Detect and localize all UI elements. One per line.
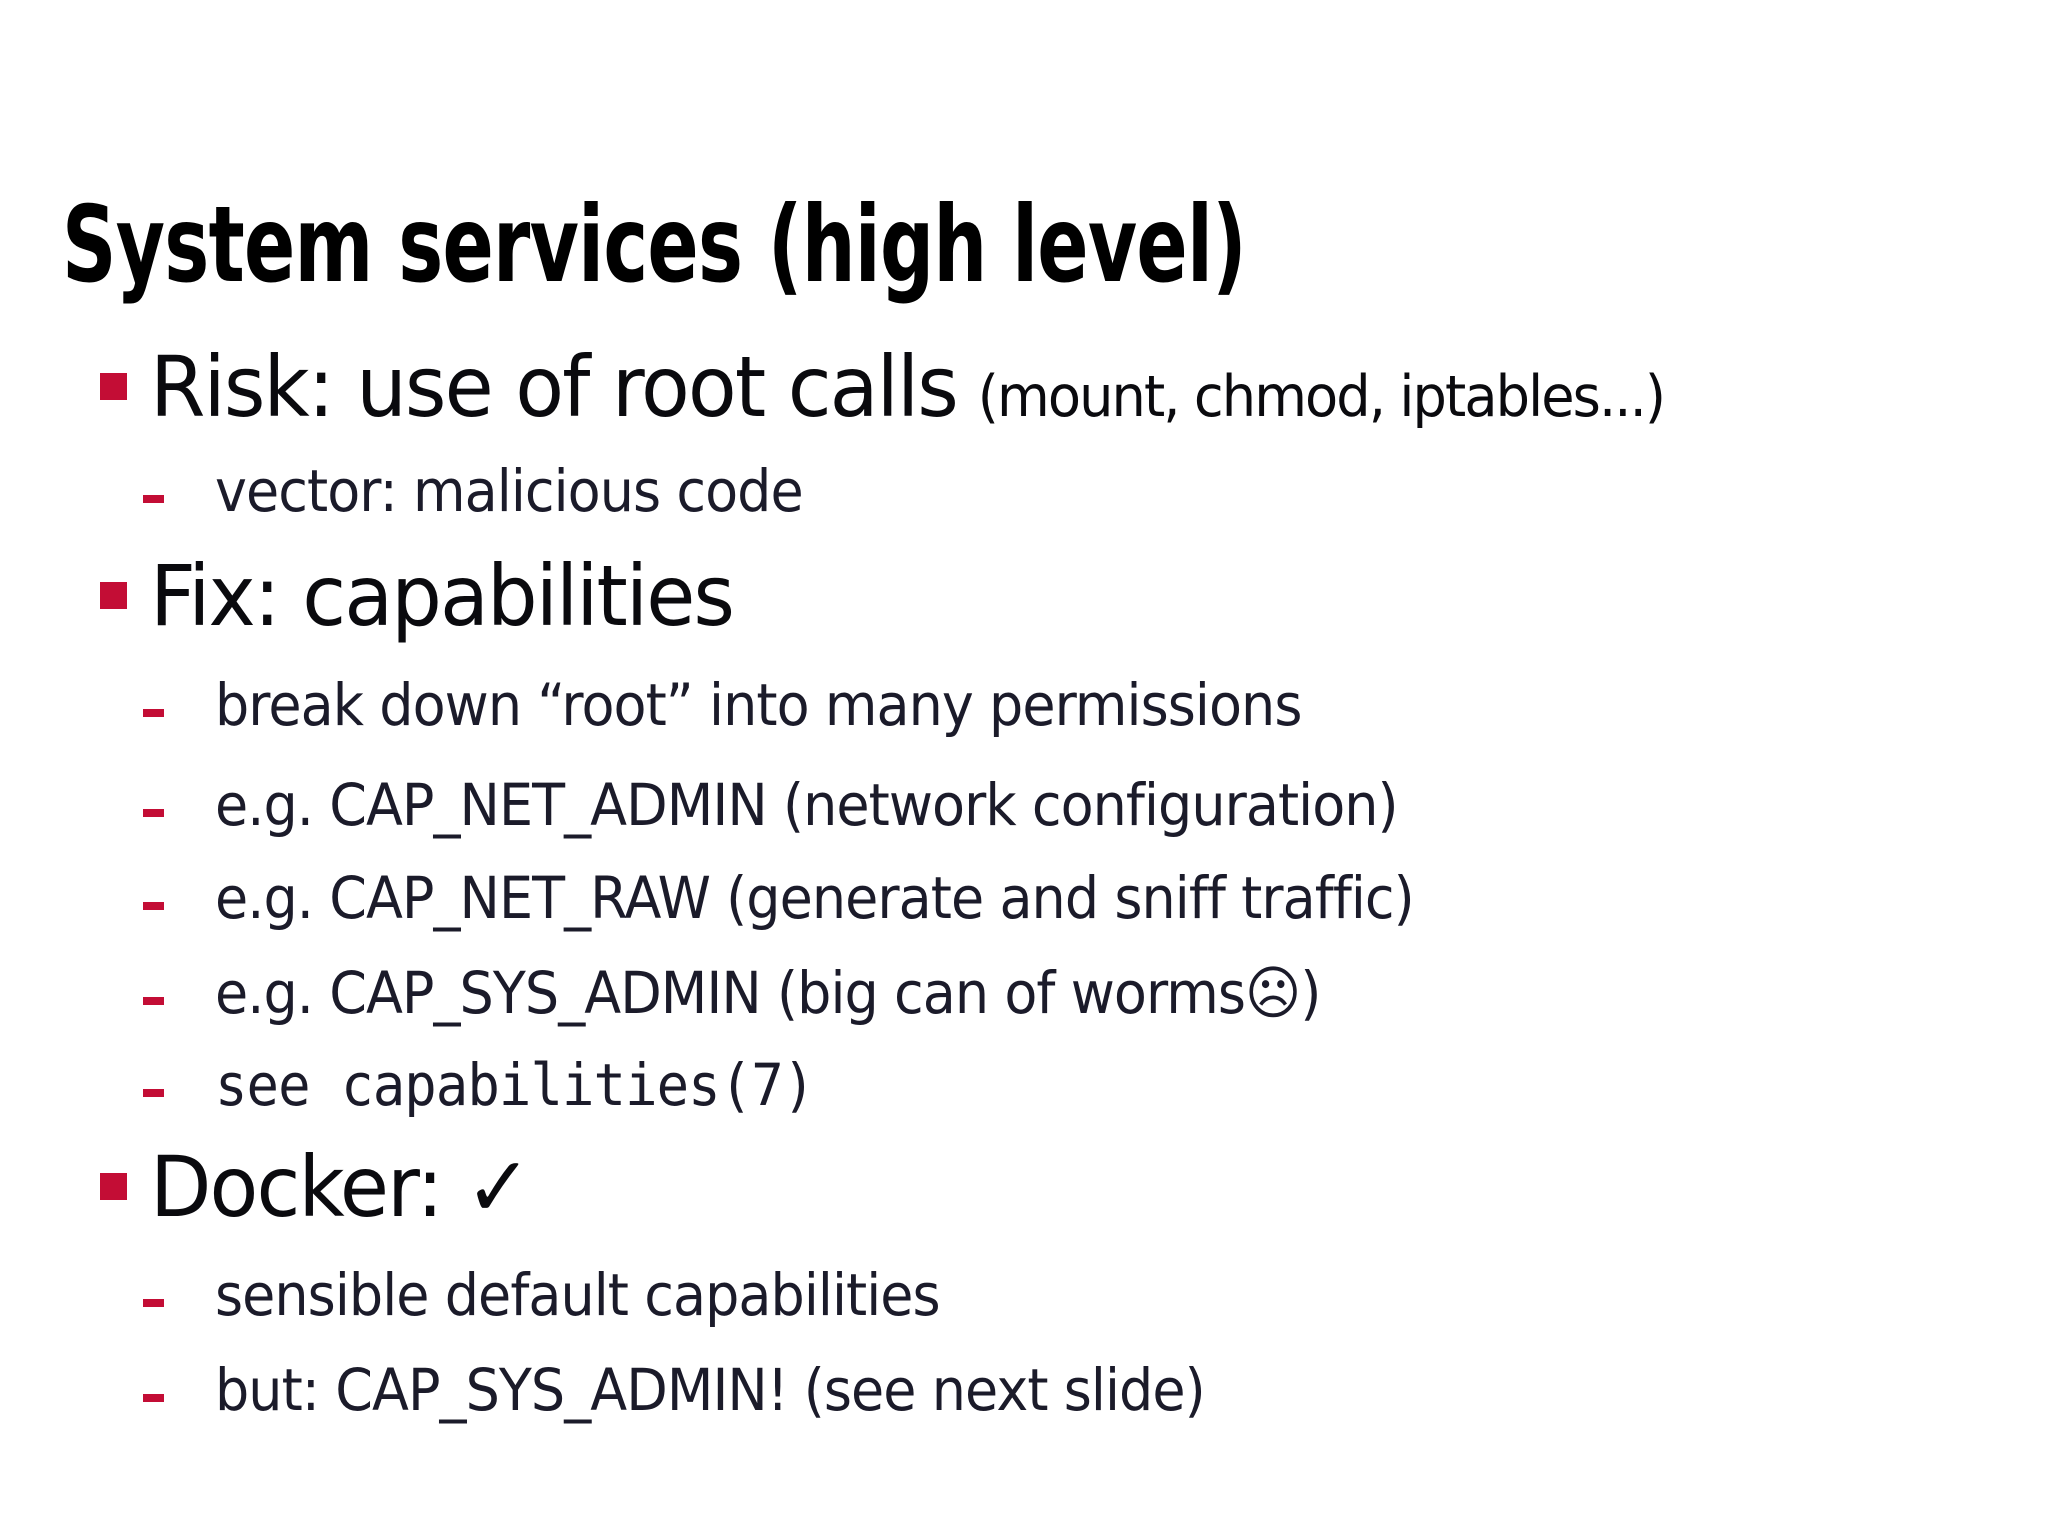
- sub-bullet-vector: vector: malicious code: [100, 462, 847, 520]
- bullet-risk-text: Risk: use of root calls(mount, chmod, ip…: [150, 345, 1666, 430]
- dash-bullet-icon: [143, 495, 164, 503]
- dash-bullet-icon: [143, 809, 164, 817]
- sub-bullet-cap-sys-admin-text: e.g. CAP_SYS_ADMIN (big can of worms☹): [215, 959, 1321, 1027]
- dash-bullet-icon: [143, 1089, 164, 1097]
- sub-bullet-breakdown: break down “root” into many permissions: [100, 676, 1383, 734]
- sub-bullet-sensible-defaults: sensible default capabilities: [100, 1266, 994, 1324]
- square-bullet-icon: [100, 373, 127, 400]
- sub-bullet-breakdown-text: break down “root” into many permissions: [215, 671, 1302, 739]
- sub-bullet-cap-sys-admin: e.g. CAP_SYS_ADMIN (big can of worms☹): [100, 964, 1404, 1022]
- square-bullet-icon: [100, 1173, 127, 1200]
- sub-bullet-cap-net-raw: e.g. CAP_NET_RAW (generate and sniff tra…: [100, 869, 1504, 927]
- sub-bullet-sensible-defaults-text: sensible default capabilities: [215, 1261, 941, 1329]
- bullet-risk: Risk: use of root calls(mount, chmod, ip…: [100, 345, 1744, 429]
- sub-bullet-vector-text: vector: malicious code: [215, 457, 804, 525]
- sub-bullet-but-cap-sys-admin-text: but: CAP_SYS_ADMIN! (see next slide): [215, 1356, 1206, 1424]
- sub-bullet-but-cap-sys-admin: but: CAP_SYS_ADMIN! (see next slide): [100, 1361, 1279, 1419]
- slide-title: System services (high level): [62, 184, 1247, 307]
- dash-bullet-icon: [143, 1394, 164, 1402]
- bullet-fix: Fix: capabilities: [100, 554, 764, 638]
- sub-bullet-see-capabilities: see capabilities(7): [100, 1056, 859, 1114]
- dash-bullet-icon: [143, 709, 164, 717]
- bullet-risk-suffix: (mount, chmod, iptables...): [977, 364, 1666, 430]
- sub-bullet-cap-net-admin-text: e.g. CAP_NET_ADMIN (network configuratio…: [215, 771, 1399, 839]
- dash-bullet-icon: [143, 1299, 164, 1307]
- bullet-risk-main: Risk: use of root calls: [150, 338, 959, 436]
- sub-bullet-cap-net-admin: e.g. CAP_NET_ADMIN (network configuratio…: [100, 776, 1487, 834]
- bullet-docker: Docker: ✓: [100, 1145, 550, 1229]
- sub-bullet-cap-net-raw-text: e.g. CAP_NET_RAW (generate and sniff tra…: [215, 864, 1415, 932]
- dash-bullet-icon: [143, 997, 164, 1005]
- sub-bullet-see-capabilities-text: see capabilities(7): [215, 1051, 815, 1119]
- bullet-fix-text: Fix: capabilities: [150, 547, 735, 645]
- dash-bullet-icon: [143, 902, 164, 910]
- square-bullet-icon: [100, 582, 127, 609]
- bullet-docker-text: Docker: ✓: [150, 1138, 532, 1236]
